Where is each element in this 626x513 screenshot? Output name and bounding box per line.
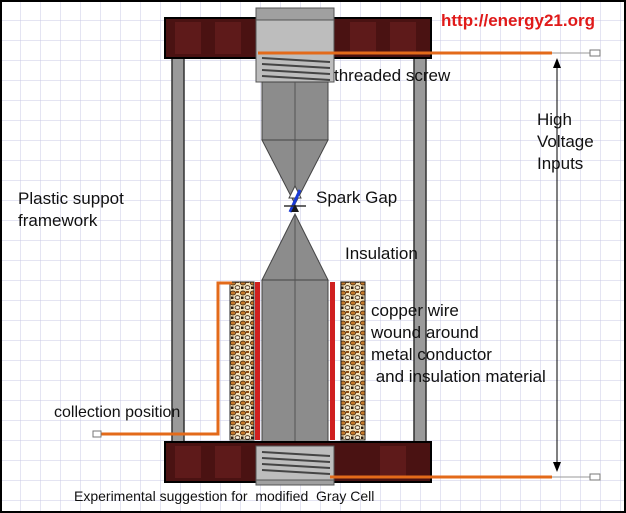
label-high-voltage-line1: High xyxy=(537,110,572,129)
label-collection-position: collection position xyxy=(54,404,181,421)
copper-coil-right xyxy=(340,281,366,441)
lower-electrode xyxy=(261,212,329,447)
insulation-strip-left xyxy=(255,282,260,440)
label-plastic-framework-line1: Plastic suppot xyxy=(18,189,124,208)
label-copper-line4: and insulation material xyxy=(371,367,546,386)
label-high-voltage-line3: Inputs xyxy=(537,154,584,173)
hv-input-wire-bottom xyxy=(330,473,601,481)
bottom-screw xyxy=(255,445,335,486)
label-plastic-framework-line2: framework xyxy=(18,211,98,230)
spark-gap-symbol xyxy=(284,184,306,213)
hv-dimension-arrow xyxy=(553,58,561,472)
label-threaded-screw: threaded screw xyxy=(334,66,451,85)
label-high-voltage-line2: Voltage xyxy=(537,132,594,151)
collection-wire xyxy=(92,281,232,438)
label-insulation: Insulation xyxy=(345,244,418,263)
insulation-strip-right xyxy=(330,282,335,440)
diagram-caption: Experimental suggestion for modified Gra… xyxy=(74,488,375,504)
copper-coil-left xyxy=(229,281,255,441)
label-copper-line2: wound around xyxy=(371,323,479,342)
label-copper-line3: metal conductor xyxy=(371,345,492,364)
source-url[interactable]: http://energy21.org xyxy=(441,11,595,30)
upper-electrode xyxy=(261,81,329,206)
label-copper-line1: copper wire xyxy=(371,301,459,320)
threaded-screw xyxy=(255,19,335,83)
left-support-post xyxy=(171,57,185,443)
hv-input-wire-top xyxy=(258,49,601,57)
screw-cap xyxy=(255,7,335,21)
label-spark-gap: Spark Gap xyxy=(316,188,398,207)
